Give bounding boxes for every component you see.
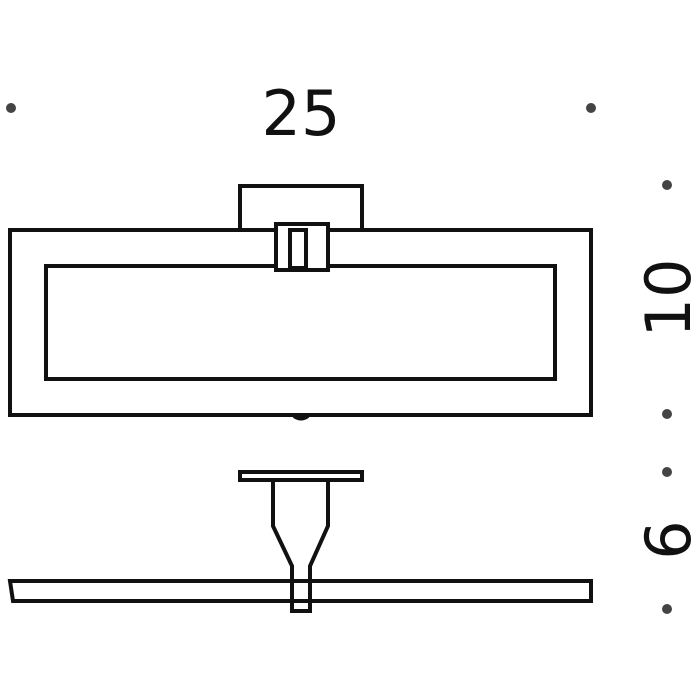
- towel-bar-side: [7, 579, 593, 603]
- bottom-notch: [292, 414, 310, 421]
- depth-dimension-label: 6: [632, 520, 700, 559]
- height-marker-bottom: [662, 409, 672, 419]
- wall-plate-side: [238, 470, 364, 482]
- width-marker-left: [6, 103, 16, 113]
- depth-marker-bottom: [662, 604, 672, 614]
- depth-marker-top: [662, 467, 672, 477]
- front-view: [8, 184, 593, 421]
- height-dimension-label: 10: [632, 259, 700, 338]
- height-marker-top: [662, 180, 672, 190]
- bracket-arm-side: [271, 480, 330, 613]
- mount-bracket-slot: [288, 228, 308, 270]
- width-dimension-label: 25: [262, 77, 341, 150]
- side-view: [7, 470, 593, 613]
- width-marker-right: [586, 103, 596, 113]
- dimension-markers: [6, 103, 672, 614]
